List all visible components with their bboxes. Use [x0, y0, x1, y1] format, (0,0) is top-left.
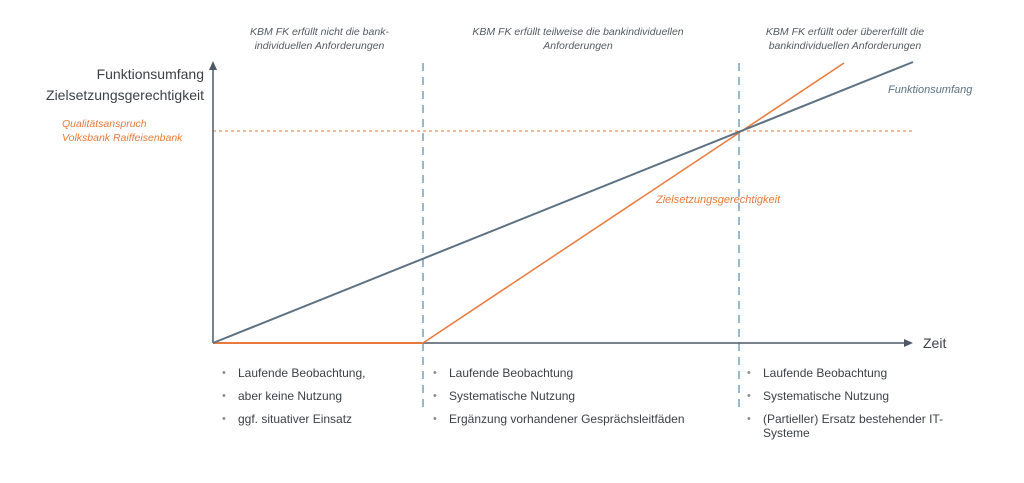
list-item: (Partieller) Ersatz bestehender IT-Syste… [747, 412, 967, 440]
phase-header-2: KBM FK erfüllt teilweise die bankindivid… [443, 25, 713, 53]
list-item: Systematische Nutzung [747, 389, 967, 403]
phase-header-2-line2: Anforderungen [543, 40, 613, 52]
phase-3-bullets: Laufende Beobachtung Systematische Nutzu… [747, 366, 967, 449]
phase-header-3: KBM FK erfüllt oder übererfüllt die bank… [745, 25, 945, 53]
y-axis-label-line2: Zielsetzungsgerechtigkeit [46, 87, 204, 103]
list-item: aber keine Nutzung [222, 389, 412, 403]
phase-header-1-line2: individuellen Anforderungen [254, 40, 385, 52]
y-axis-label-line1: Funktionsumfang [96, 66, 204, 82]
phase-header-2-line1: KBM FK erfüllt teilweise die bankindivid… [472, 26, 684, 38]
list-item: Laufende Beobachtung, [222, 366, 412, 380]
y-axis-arrow [209, 61, 217, 70]
list-item: Ergänzung vorhandener Gesprächsleitfäden [433, 412, 728, 426]
zielsetzung-label: Zielsetzungsgerechtigkeit [656, 194, 781, 206]
quality-label-line2: Volksbank Raiffeisenbank [62, 132, 183, 144]
x-axis-label: Zeit [923, 335, 947, 351]
funktionsumfang-label: Funktionsumfang [888, 84, 973, 96]
funktionsumfang-line [212, 61, 914, 344]
zielsetzung-line [422, 62, 845, 344]
quality-label-line1: Qualitätsanspruch [62, 118, 147, 130]
list-item: ggf. situativer Einsatz [222, 412, 412, 426]
phase-header-1: KBM FK erfüllt nicht die bank- individue… [222, 25, 417, 53]
list-item: Systematische Nutzung [433, 389, 728, 403]
list-item: Laufende Beobachtung [433, 366, 728, 380]
x-axis-arrow [904, 339, 913, 347]
quality-label: Qualitätsanspruch Volksbank Raiffeisenba… [62, 117, 182, 145]
phase-header-1-line1: KBM FK erfüllt nicht die bank- [250, 26, 389, 38]
phase-header-3-line2: bankindividuellen Anforderungen [768, 40, 922, 52]
y-axis-label: Funktionsumfang Zielsetzungsgerechtigkei… [46, 64, 204, 106]
phase-1-bullets: Laufende Beobachtung, aber keine Nutzung… [222, 366, 412, 435]
list-item: Laufende Beobachtung [747, 366, 967, 380]
phase-2-bullets: Laufende Beobachtung Systematische Nutzu… [433, 366, 728, 435]
phase-header-3-line1: KBM FK erfüllt oder übererfüllt die [765, 26, 925, 38]
